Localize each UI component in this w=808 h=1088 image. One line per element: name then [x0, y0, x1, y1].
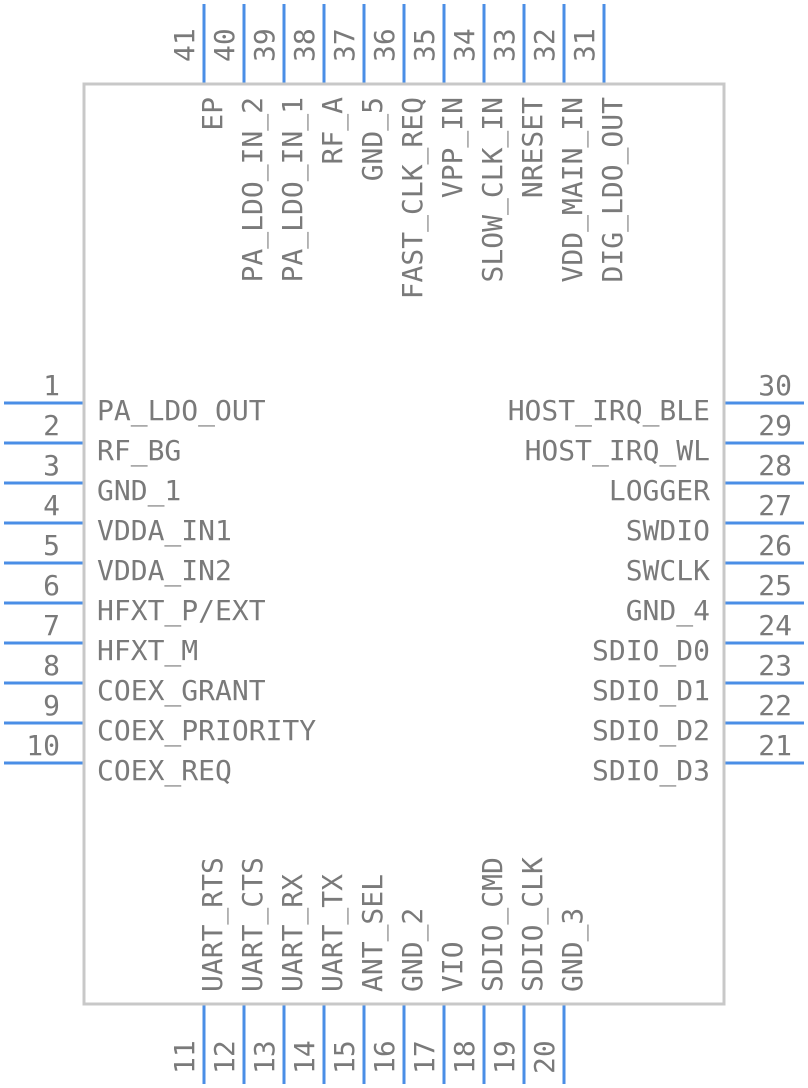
pin-13-label: UART_RX [276, 874, 310, 992]
pin-28-number: 28 [758, 449, 792, 482]
pin-38-number: 38 [288, 28, 321, 62]
pin-32-label: VDD_MAIN_IN [556, 97, 590, 282]
pin-11-number: 11 [168, 1040, 201, 1074]
pin-41-label: EP [196, 97, 229, 131]
pin-20-number: 20 [528, 1040, 561, 1074]
pin-39-number: 39 [248, 28, 281, 62]
pin-9-label: COEX_PRIORITY [97, 714, 316, 748]
pin-31-label: DIG_LDO_OUT [596, 97, 630, 283]
pin-7-number: 7 [43, 609, 60, 642]
pin-8-label: COEX_GRANT [97, 674, 266, 708]
pin-2-number: 2 [43, 409, 60, 442]
pin-9-number: 9 [43, 689, 60, 722]
pin-11-label: UART_RTS [196, 857, 230, 992]
pin-18-label: SDIO_CMD [476, 857, 510, 992]
pin-40-label: PA_LDO_IN_2 [236, 97, 270, 282]
pin-15-label: ANT_SEL [356, 874, 390, 992]
pin-27-label: SWDIO [626, 514, 710, 547]
pin-26-number: 26 [758, 529, 792, 562]
pin-17-number: 17 [408, 1040, 441, 1074]
pin-37-number: 37 [328, 28, 361, 62]
pin-23-label: SDIO_D1 [592, 674, 710, 708]
pin-22-number: 22 [758, 689, 792, 722]
pin-8-number: 8 [43, 649, 60, 682]
pin-34-number: 34 [448, 28, 481, 62]
pin-6-label: HFXT_P/EXT [97, 594, 266, 628]
pin-24-number: 24 [758, 609, 792, 642]
pin-10-label: COEX_REQ [97, 754, 232, 788]
pin-19-number: 19 [488, 1040, 521, 1074]
pin-28-label: LOGGER [609, 474, 710, 507]
pin-5-number: 5 [43, 529, 60, 562]
pin-16-label: GND_2 [396, 908, 430, 992]
pin-14-label: UART_TX [316, 874, 350, 992]
pin-39-label: PA_LDO_IN_1 [276, 97, 310, 282]
pin-7-label: HFXT_M [97, 634, 198, 668]
pin-12-number: 12 [208, 1040, 241, 1074]
pin-1-label: PA_LDO_OUT [97, 394, 266, 428]
pin-16-number: 16 [368, 1040, 401, 1074]
pin-32-number: 32 [528, 28, 561, 62]
pin-35-number: 35 [408, 28, 441, 62]
pin-36-label: FAST_CLK_REQ [396, 97, 430, 299]
pin-33-label: NRESET [516, 97, 549, 198]
pin-25-number: 25 [758, 569, 792, 602]
pin-27-number: 27 [758, 489, 792, 522]
pin-18-number: 18 [448, 1040, 481, 1074]
pin-3-number: 3 [43, 449, 60, 482]
pin-24-label: SDIO_D0 [592, 634, 710, 668]
pin-25-label: GND_4 [626, 594, 710, 628]
pin-23-number: 23 [758, 649, 792, 682]
pin-30-number: 30 [758, 369, 792, 402]
pin-4-label: VDDA_IN1 [97, 514, 232, 548]
pin-36-number: 36 [368, 28, 401, 62]
pin-13-number: 13 [248, 1040, 281, 1074]
pin-22-label: SDIO_D2 [592, 714, 710, 748]
pin-29-number: 29 [758, 409, 792, 442]
pin-40-number: 40 [208, 28, 241, 62]
pin-3-label: GND_1 [97, 474, 181, 508]
pin-33-number: 33 [488, 28, 521, 62]
pin-17-label: VIO [436, 941, 469, 992]
pin-38-label: RF_A [316, 97, 350, 165]
pin-4-number: 4 [43, 489, 60, 522]
pin-lines-group [4, 4, 804, 1084]
pin-19-label: SDIO_CLK [516, 857, 550, 992]
pin-35-label: VPP_IN [436, 97, 470, 198]
pin-41-number: 41 [168, 28, 201, 62]
pin-1-number: 1 [43, 369, 60, 402]
pin-15-number: 15 [328, 1040, 361, 1074]
component-body [82, 82, 726, 1006]
pin-10-number: 10 [26, 729, 60, 762]
pin-29-label: HOST_IRQ_WL [525, 434, 710, 468]
pin-14-number: 14 [288, 1040, 321, 1074]
pin-26-label: SWCLK [626, 554, 710, 587]
pin-20-label: GND_3 [556, 908, 590, 992]
pin-34-label: SLOW_CLK_IN [476, 97, 510, 282]
pin-30-label: HOST_IRQ_BLE [508, 394, 710, 428]
pin-21-number: 21 [758, 729, 792, 762]
pin-21-label: SDIO_D3 [592, 754, 710, 788]
pin-5-label: VDDA_IN2 [97, 554, 232, 588]
pin-6-number: 6 [43, 569, 60, 602]
pin-31-number: 31 [568, 28, 601, 62]
pin-2-label: RF_BG [97, 434, 181, 468]
pin-12-label: UART_CTS [236, 857, 270, 992]
pin-37-label: GND_5 [356, 97, 390, 181]
